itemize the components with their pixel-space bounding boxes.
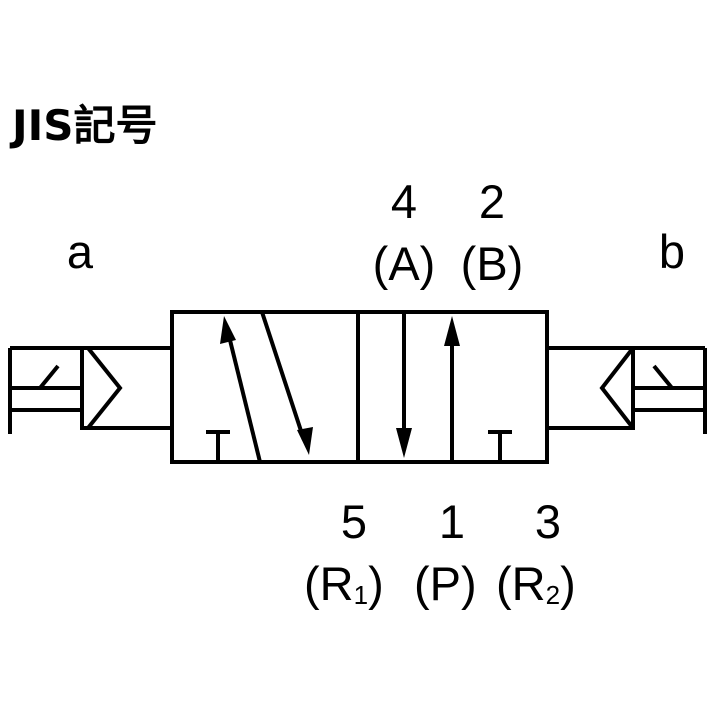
port-label-r2-sub: 2 — [546, 580, 560, 610]
arrowhead-up-left-icon — [220, 316, 236, 344]
port-label-r1-close: ) — [368, 557, 384, 610]
port-label-r2-open: (R — [496, 557, 546, 610]
flow-path-4-5 — [226, 331, 262, 463]
valve-position-left — [170, 310, 360, 464]
port-number-1: 1 — [439, 495, 465, 548]
port-label-p: (P) — [414, 557, 477, 610]
right-actuator-body — [545, 346, 635, 430]
port-label-b: (B) — [461, 237, 524, 290]
port-label-p-close: ) — [461, 557, 477, 610]
left-actuator-diagonal — [38, 364, 60, 390]
port-number-5: 5 — [341, 495, 367, 548]
left-position-flows — [206, 311, 313, 463]
port-label-a: (A) — [373, 237, 436, 290]
right-actuator-chevron — [599, 346, 635, 430]
arrowhead-up-icon — [444, 316, 460, 346]
port-number-2: 2 — [479, 175, 505, 228]
port-label-r1-open: (R — [304, 557, 354, 610]
port-label-r1: (R1) — [304, 557, 384, 610]
arrowhead-down-left-icon — [297, 427, 313, 455]
side-label-b: b — [659, 225, 685, 278]
port-number-3: 3 — [535, 495, 561, 548]
arrowhead-down-icon — [396, 428, 412, 458]
port-number-4: 4 — [391, 175, 417, 228]
right-actuator-diagonal — [652, 364, 674, 390]
flow-path-1-2 — [260, 311, 306, 441]
port-label-r1-sub: 1 — [354, 580, 368, 610]
port-label-r2: (R2) — [496, 557, 576, 610]
port-label-r2-close: ) — [560, 557, 576, 610]
left-actuator-chevron — [86, 346, 123, 430]
port-label-p-open: (P — [414, 557, 461, 610]
right-position-flows — [396, 312, 512, 462]
right-actuator-icon — [545, 346, 707, 434]
diagram-title: JIS記号 — [9, 101, 158, 150]
left-actuator-icon — [8, 346, 174, 434]
side-label-a: a — [67, 225, 94, 278]
